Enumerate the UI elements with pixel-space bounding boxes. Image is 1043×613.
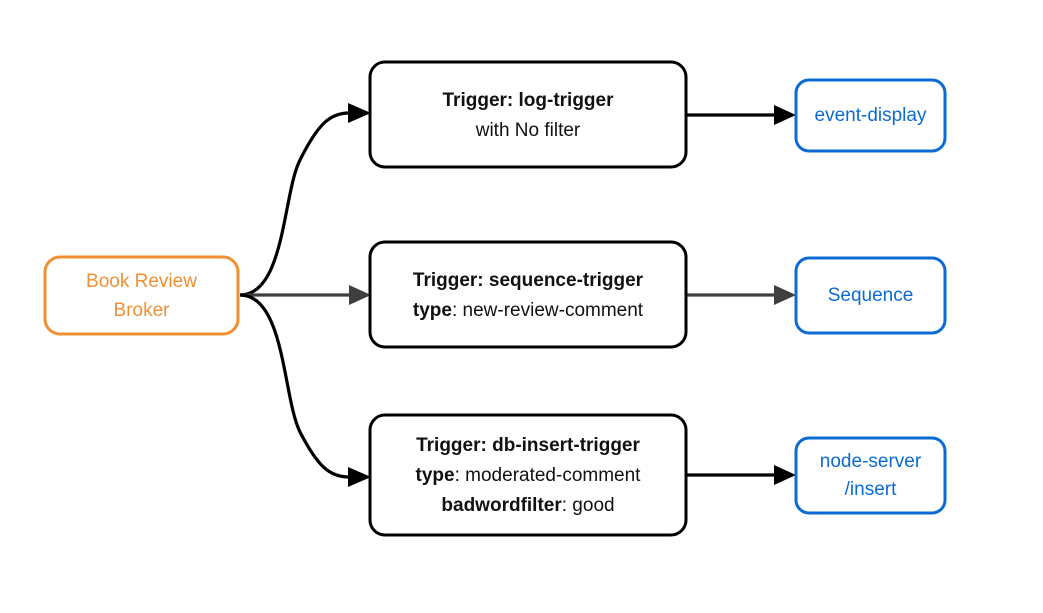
sequence-box[interactable] (794, 256, 947, 335)
db-insert-trigger-line-2-bold: type (416, 465, 455, 486)
db-insert-trigger-line-2: type: moderated-comment (416, 465, 642, 486)
edge-broker-to-log-trigger (239, 103, 371, 297)
node-sequence[interactable]: Sequence (794, 256, 947, 335)
log-trigger-box[interactable] (368, 60, 688, 169)
edge-sequence-trigger-to-sequence (686, 285, 796, 305)
node-db-insert-trigger[interactable]: Trigger: db-insert-trigger type: moderat… (368, 413, 688, 537)
log-trigger-line-1-bold: Trigger: log-trigger (443, 90, 615, 111)
log-trigger-line-1: Trigger: log-trigger (443, 90, 615, 111)
db-insert-trigger-line-3-bold: badwordfilter (441, 495, 562, 516)
sequence-label: Sequence (828, 285, 914, 306)
db-insert-trigger-line-1: Trigger: db-insert-trigger (416, 435, 640, 456)
sequence-trigger-line-2-normal: : new-review-comment (452, 300, 644, 321)
edge-log-trigger-to-event-display (686, 105, 796, 125)
sequence-trigger-line-1: Trigger: sequence-trigger (413, 270, 644, 291)
edge-broker-to-sequence-trigger (240, 285, 371, 305)
db-insert-trigger-line-2-normal: : moderated-comment (455, 465, 642, 486)
node-event-display[interactable]: event-display (794, 78, 947, 153)
node-server-insert-label-line1: node-server (820, 451, 922, 472)
db-insert-trigger-box[interactable] (368, 413, 688, 537)
node-log-trigger[interactable]: Trigger: log-trigger with No filter (368, 60, 688, 169)
node-book-review-broker[interactable]: Book Review Broker (43, 255, 240, 336)
node-server-insert-box[interactable] (794, 436, 947, 515)
sequence-trigger-line-1-bold: Trigger: sequence-trigger (413, 270, 644, 291)
log-trigger-line-2: with No filter (475, 120, 581, 141)
book-review-broker-label-line2: Broker (114, 300, 171, 321)
node-node-server-insert[interactable]: node-server /insert (794, 436, 947, 515)
event-display-label: event-display (815, 105, 927, 126)
sequence-trigger-line-2-bold: type (413, 300, 452, 321)
db-insert-trigger-line-1-bold: Trigger: db-insert-trigger (416, 435, 640, 456)
event-display-box[interactable] (794, 78, 947, 153)
db-insert-trigger-line-3-normal: : good (562, 495, 615, 516)
edge-broker-to-db-insert-trigger (239, 293, 371, 487)
log-trigger-line-2-normal: with No filter (475, 120, 581, 141)
sequence-trigger-box[interactable] (368, 240, 688, 349)
db-insert-trigger-line-3: badwordfilter: good (441, 495, 614, 516)
book-review-broker-box[interactable] (43, 255, 240, 336)
edge-db-insert-trigger-to-node-server (686, 465, 796, 485)
book-review-broker-label-line1: Book Review (86, 271, 197, 292)
sequence-trigger-line-2: type: new-review-comment (413, 300, 644, 321)
node-server-insert-label-line2: /insert (845, 479, 897, 500)
node-sequence-trigger[interactable]: Trigger: sequence-trigger type: new-revi… (368, 240, 688, 349)
